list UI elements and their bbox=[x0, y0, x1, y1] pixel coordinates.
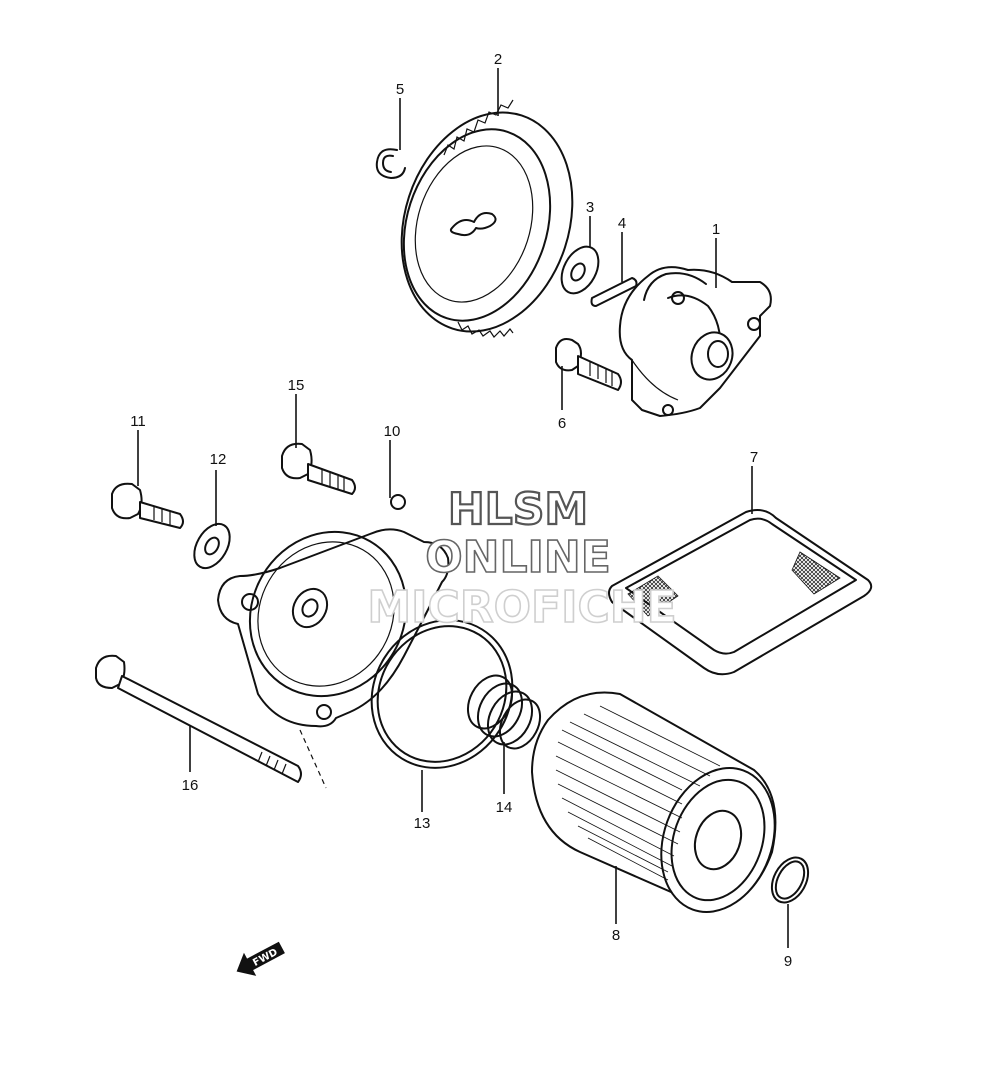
part-2-pump-driven-gear[interactable] bbox=[374, 90, 599, 354]
callout-2: 2 bbox=[494, 51, 502, 68]
leader-lines bbox=[137, 68, 789, 948]
part-9-o-ring[interactable] bbox=[765, 851, 816, 908]
watermark-line-1: HLSM bbox=[448, 484, 588, 535]
callout-1: 1 bbox=[712, 221, 720, 238]
callout-5: 5 bbox=[396, 81, 404, 98]
callout-12: 12 bbox=[210, 451, 227, 468]
part-6-bolt[interactable] bbox=[555, 338, 622, 391]
part-14-spring[interactable] bbox=[459, 668, 548, 756]
callout-14: 14 bbox=[496, 799, 513, 816]
callout-4: 4 bbox=[618, 215, 626, 232]
part-12-washer[interactable] bbox=[187, 518, 237, 575]
callout-16: 16 bbox=[182, 777, 199, 794]
callout-9: 9 bbox=[784, 953, 792, 970]
callout-7: 7 bbox=[750, 449, 758, 466]
callout-15: 15 bbox=[288, 377, 305, 394]
part-10-oil-filter-cap[interactable] bbox=[217, 494, 450, 728]
part-16-long-bolt[interactable] bbox=[95, 654, 327, 789]
part-3-washer[interactable] bbox=[554, 240, 606, 299]
callout-10: 10 bbox=[384, 423, 401, 440]
watermark-line-3: MICROFICHE bbox=[367, 582, 676, 633]
watermark: HLSM ONLINE MICROFICHE bbox=[367, 483, 678, 634]
fwd-arrow-icon: FWD bbox=[236, 941, 285, 976]
part-7-oil-strainer[interactable] bbox=[608, 509, 873, 676]
part-8-oil-filter-element[interactable] bbox=[531, 691, 794, 928]
part-1-oil-pump[interactable] bbox=[618, 266, 772, 417]
callout-13: 13 bbox=[414, 815, 431, 832]
watermark-line-2: ONLINE bbox=[425, 532, 611, 583]
callout-8: 8 bbox=[612, 927, 620, 944]
callout-11: 11 bbox=[130, 413, 146, 430]
part-5-circlip[interactable] bbox=[375, 148, 406, 179]
callout-labels: 2 5 3 4 1 6 15 11 12 10 7 16 13 14 8 9 bbox=[130, 51, 792, 970]
part-15-bolt[interactable] bbox=[281, 442, 356, 495]
callout-3: 3 bbox=[586, 199, 594, 216]
callout-6: 6 bbox=[558, 415, 566, 432]
part-11-bolt[interactable] bbox=[111, 482, 184, 529]
